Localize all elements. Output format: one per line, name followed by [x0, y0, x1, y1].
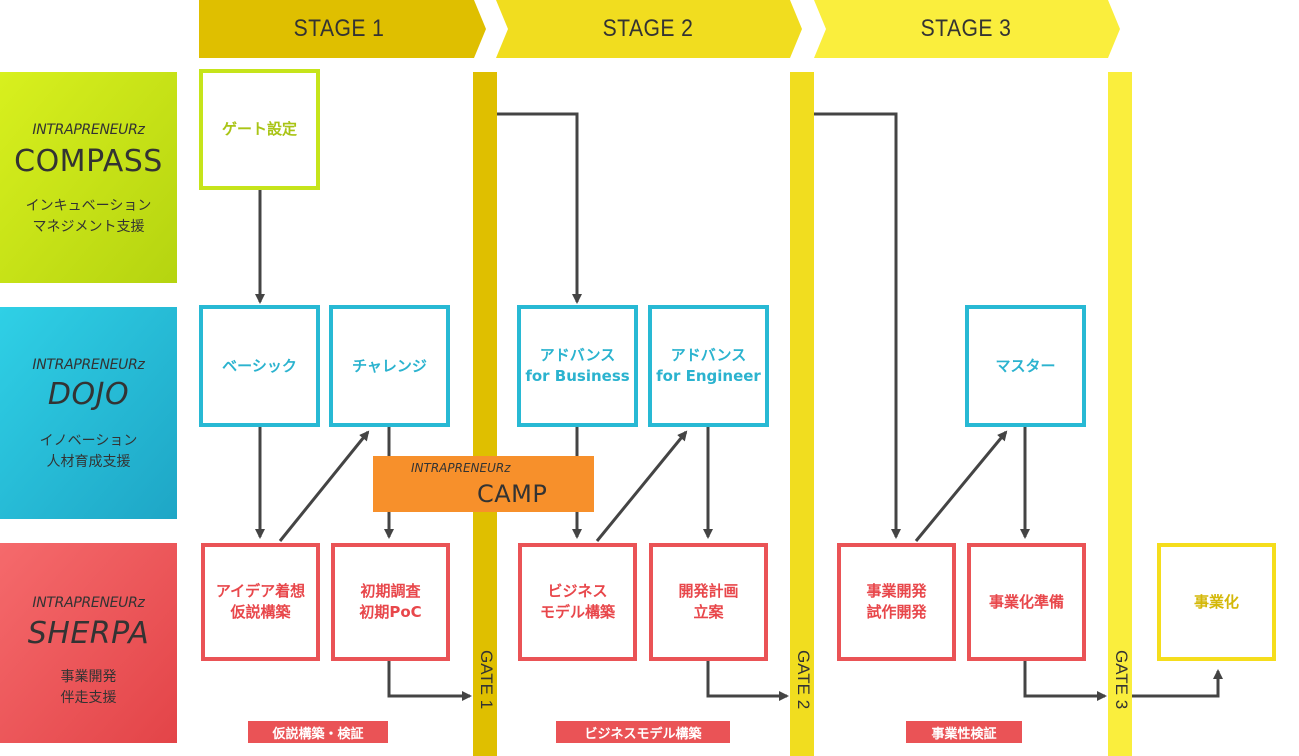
arrow-idea-to-challenge: [278, 430, 370, 542]
dojo-panel-text: INTRAPRENEURz DOJO イノベーション 人材育成支援: [0, 307, 177, 519]
gate-3-label: GATE 3: [1112, 650, 1131, 710]
sherpa-panel: [0, 543, 177, 743]
stage-3-label: STAGE 3: [920, 15, 1012, 42]
stage-2-label: STAGE 2: [602, 15, 694, 42]
camp-sub: INTRAPRENEURz: [411, 461, 511, 475]
business-model-box: ビジネス モデル構築: [518, 543, 637, 661]
gate-3-bar: [1108, 72, 1132, 756]
sherpa-panel-text: INTRAPRENEURz SHERPA 事業開発 伴走支援: [0, 543, 177, 743]
dojo-sub: INTRAPRENEURz: [32, 357, 145, 373]
tag-hypothesis: 仮説構築・検証: [248, 721, 388, 743]
initial-research-box: 初期調査 初期PoC: [331, 543, 450, 661]
compass-name: COMPASS: [14, 144, 163, 179]
dev-plan-box: 開発計画 立案: [649, 543, 768, 661]
commercialization-box: 事業化: [1157, 543, 1276, 661]
stage-2-banner: [496, 0, 802, 58]
commercialization-prep-box: 事業化準備: [967, 543, 1086, 661]
sherpa-name: SHERPA: [27, 616, 150, 651]
tag-feasibility: 事業性検証: [906, 721, 1022, 743]
arrow-model-to-advance-engineer: [595, 430, 688, 542]
gate-1-label: GATE 1: [477, 650, 496, 710]
stage-1-label: STAGE 1: [293, 15, 385, 42]
idea-box: アイデア着想 仮説構築: [201, 543, 320, 661]
arrow-stage2-entry: [497, 112, 582, 304]
challenge-box: チャレンジ: [329, 305, 450, 427]
arrow-prep-to-gate3: [1023, 661, 1107, 701]
arrow-bizdev-to-master: [914, 430, 1008, 542]
compass-sub: INTRAPRENEURz: [32, 122, 145, 138]
camp-name: CAMP: [477, 480, 548, 508]
biz-dev-box: 事業開発 試作開発: [837, 543, 956, 661]
dojo-panel: [0, 307, 177, 519]
arrow-stage3-entry: [814, 112, 901, 539]
dojo-desc-2: 人材育成支援: [46, 454, 131, 470]
advance-business-box: アドバンス for Business: [517, 305, 638, 427]
stage-3-banner: [814, 0, 1120, 58]
tag-business-model: ビジネスモデル構築: [556, 721, 730, 743]
gate-2-bar: [790, 72, 814, 756]
arrow-gate3-to-commercialization: [1132, 669, 1223, 698]
arrow-plan-to-gate2: [706, 661, 789, 701]
basic-box: ベーシック: [199, 305, 320, 427]
gate-1-bar: [473, 72, 497, 756]
advance-engineer-box: アドバンス for Engineer: [648, 305, 769, 427]
compass-desc-2: マネジメント支援: [32, 219, 145, 235]
compass-desc-1: インキュベーション: [25, 198, 152, 214]
arrow-initial-to-gate1: [387, 661, 472, 701]
gate-setting-box: ゲート設定: [199, 69, 320, 190]
stage-1-banner: [199, 0, 486, 58]
compass-panel: [0, 72, 177, 283]
sherpa-desc-2: 伴走支援: [60, 690, 117, 706]
sherpa-desc-1: 事業開発: [60, 669, 117, 685]
camp-box: INTRAPRENEURz CAMP: [373, 456, 594, 512]
sherpa-sub: INTRAPRENEURz: [32, 595, 145, 611]
dojo-desc-1: イノベーション: [39, 433, 138, 449]
gate-2-label: GATE 2: [794, 650, 813, 710]
compass-panel-text: INTRAPRENEURz COMPASS インキュベーション マネジメント支援: [0, 72, 177, 283]
dojo-name: DOJO: [47, 377, 130, 412]
master-box: マスター: [965, 305, 1086, 427]
